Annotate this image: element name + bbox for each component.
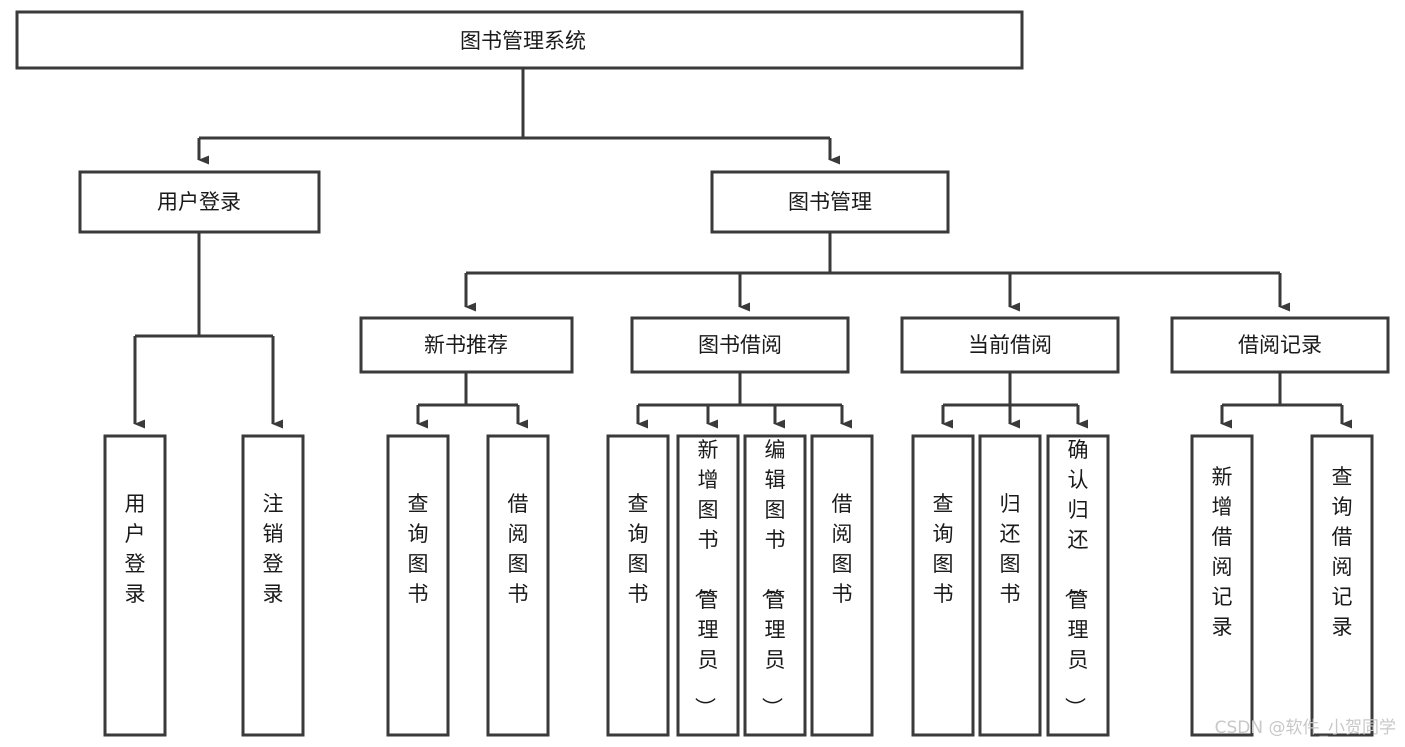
node-leaf-borrow-book-1[interactable]: 借阅图书 bbox=[486, 434, 550, 737]
leaf-layer: 用户登录 注销登录 查询图书 借阅图书 查询图书 新增图书（管理员） bbox=[103, 434, 1374, 737]
node-leaf-return-book[interactable]: 归还图书 bbox=[978, 434, 1042, 737]
node-root-box[interactable] bbox=[15, 10, 1024, 70]
node-leaf-return-book-box[interactable] bbox=[978, 434, 1042, 737]
node-user-login[interactable]: 用户登录 bbox=[78, 170, 321, 234]
node-leaf-borrow-book-2[interactable]: 借阅图书 bbox=[810, 434, 874, 737]
node-leaf-edit-book-box[interactable] bbox=[743, 434, 807, 737]
node-leaf-query-record-box[interactable] bbox=[1310, 434, 1374, 737]
node-leaf-logout-login[interactable]: 注销登录 bbox=[241, 434, 305, 737]
connector-layer bbox=[133, 68, 1352, 429]
node-leaf-query-book-1-label: 查询图书 bbox=[408, 492, 429, 606]
node-current-borrow[interactable]: 当前借阅 bbox=[900, 316, 1120, 374]
node-leaf-borrow-book-2-box[interactable] bbox=[810, 434, 874, 737]
node-leaf-query-book-1[interactable]: 查询图书 bbox=[386, 434, 450, 737]
node-book-borrow-label: 图书借阅 bbox=[698, 333, 782, 357]
node-leaf-edit-book-label: 编辑图书（管理员） bbox=[760, 438, 786, 718]
node-leaf-logout-login-box[interactable] bbox=[241, 434, 305, 737]
node-book-manage[interactable]: 图书管理 bbox=[710, 170, 950, 234]
node-leaf-confirm-return-box[interactable] bbox=[1046, 434, 1110, 737]
node-leaf-query-book-3[interactable]: 查询图书 bbox=[911, 434, 975, 737]
node-new-book-recommend-box[interactable] bbox=[359, 316, 574, 374]
node-leaf-borrow-book-1-label: 借阅图书 bbox=[508, 492, 529, 606]
node-current-borrow-box[interactable] bbox=[900, 316, 1120, 374]
node-leaf-confirm-return-label: 确认归还（管理员） bbox=[1063, 438, 1089, 718]
node-leaf-add-record-box[interactable] bbox=[1190, 434, 1254, 737]
node-leaf-return-book-label: 归还图书 bbox=[1000, 492, 1021, 606]
node-book-manage-box[interactable] bbox=[710, 170, 950, 234]
node-leaf-query-book-2-label: 查询图书 bbox=[628, 492, 649, 606]
node-user-login-label: 用户登录 bbox=[157, 190, 241, 214]
node-root-label: 图书管理系统 bbox=[460, 29, 586, 53]
node-leaf-query-book-3-box[interactable] bbox=[911, 434, 975, 737]
node-current-borrow-label: 当前借阅 bbox=[968, 333, 1052, 357]
node-leaf-query-book-2[interactable]: 查询图书 bbox=[606, 434, 670, 737]
node-borrow-record[interactable]: 借阅记录 bbox=[1170, 316, 1390, 374]
node-leaf-user-login-label: 用户登录 bbox=[125, 492, 146, 606]
node-leaf-add-book-box[interactable] bbox=[676, 434, 740, 737]
node-leaf-add-book[interactable]: 新增图书（管理员） bbox=[676, 434, 740, 737]
node-root[interactable]: 图书管理系统 bbox=[15, 10, 1024, 70]
node-book-manage-label: 图书管理 bbox=[788, 190, 872, 214]
node-leaf-query-book-2-box[interactable] bbox=[606, 434, 670, 737]
node-leaf-add-record-label: 新增借阅记录 bbox=[1212, 465, 1233, 639]
node-borrow-record-label: 借阅记录 bbox=[1238, 333, 1322, 357]
node-new-book-recommend-label: 新书推荐 bbox=[424, 333, 508, 357]
node-leaf-add-book-label: 新增图书（管理员） bbox=[693, 438, 719, 718]
node-leaf-add-record[interactable]: 新增借阅记录 bbox=[1190, 434, 1254, 737]
node-user-login-box[interactable] bbox=[78, 170, 321, 234]
node-book-borrow[interactable]: 图书借阅 bbox=[630, 316, 850, 374]
node-leaf-confirm-return[interactable]: 确认归还（管理员） bbox=[1046, 434, 1110, 737]
node-new-book-recommend[interactable]: 新书推荐 bbox=[359, 316, 574, 374]
csdn-watermark: CSDN @软件_小贺同学 bbox=[1215, 718, 1396, 738]
node-leaf-logout-login-label: 注销登录 bbox=[263, 492, 284, 606]
node-book-borrow-box[interactable] bbox=[630, 316, 850, 374]
node-borrow-record-box[interactable] bbox=[1170, 316, 1390, 374]
node-leaf-query-book-1-box[interactable] bbox=[386, 434, 450, 737]
node-leaf-query-book-3-label: 查询图书 bbox=[933, 492, 954, 606]
node-leaf-query-record[interactable]: 查询借阅记录 bbox=[1310, 434, 1374, 737]
node-leaf-borrow-book-1-box[interactable] bbox=[486, 434, 550, 737]
node-leaf-query-record-label: 查询借阅记录 bbox=[1332, 465, 1353, 639]
node-leaf-user-login[interactable]: 用户登录 bbox=[103, 434, 167, 737]
node-leaf-user-login-box[interactable] bbox=[103, 434, 167, 737]
node-leaf-edit-book[interactable]: 编辑图书（管理员） bbox=[743, 434, 807, 737]
node-leaf-borrow-book-2-label: 借阅图书 bbox=[832, 492, 853, 606]
